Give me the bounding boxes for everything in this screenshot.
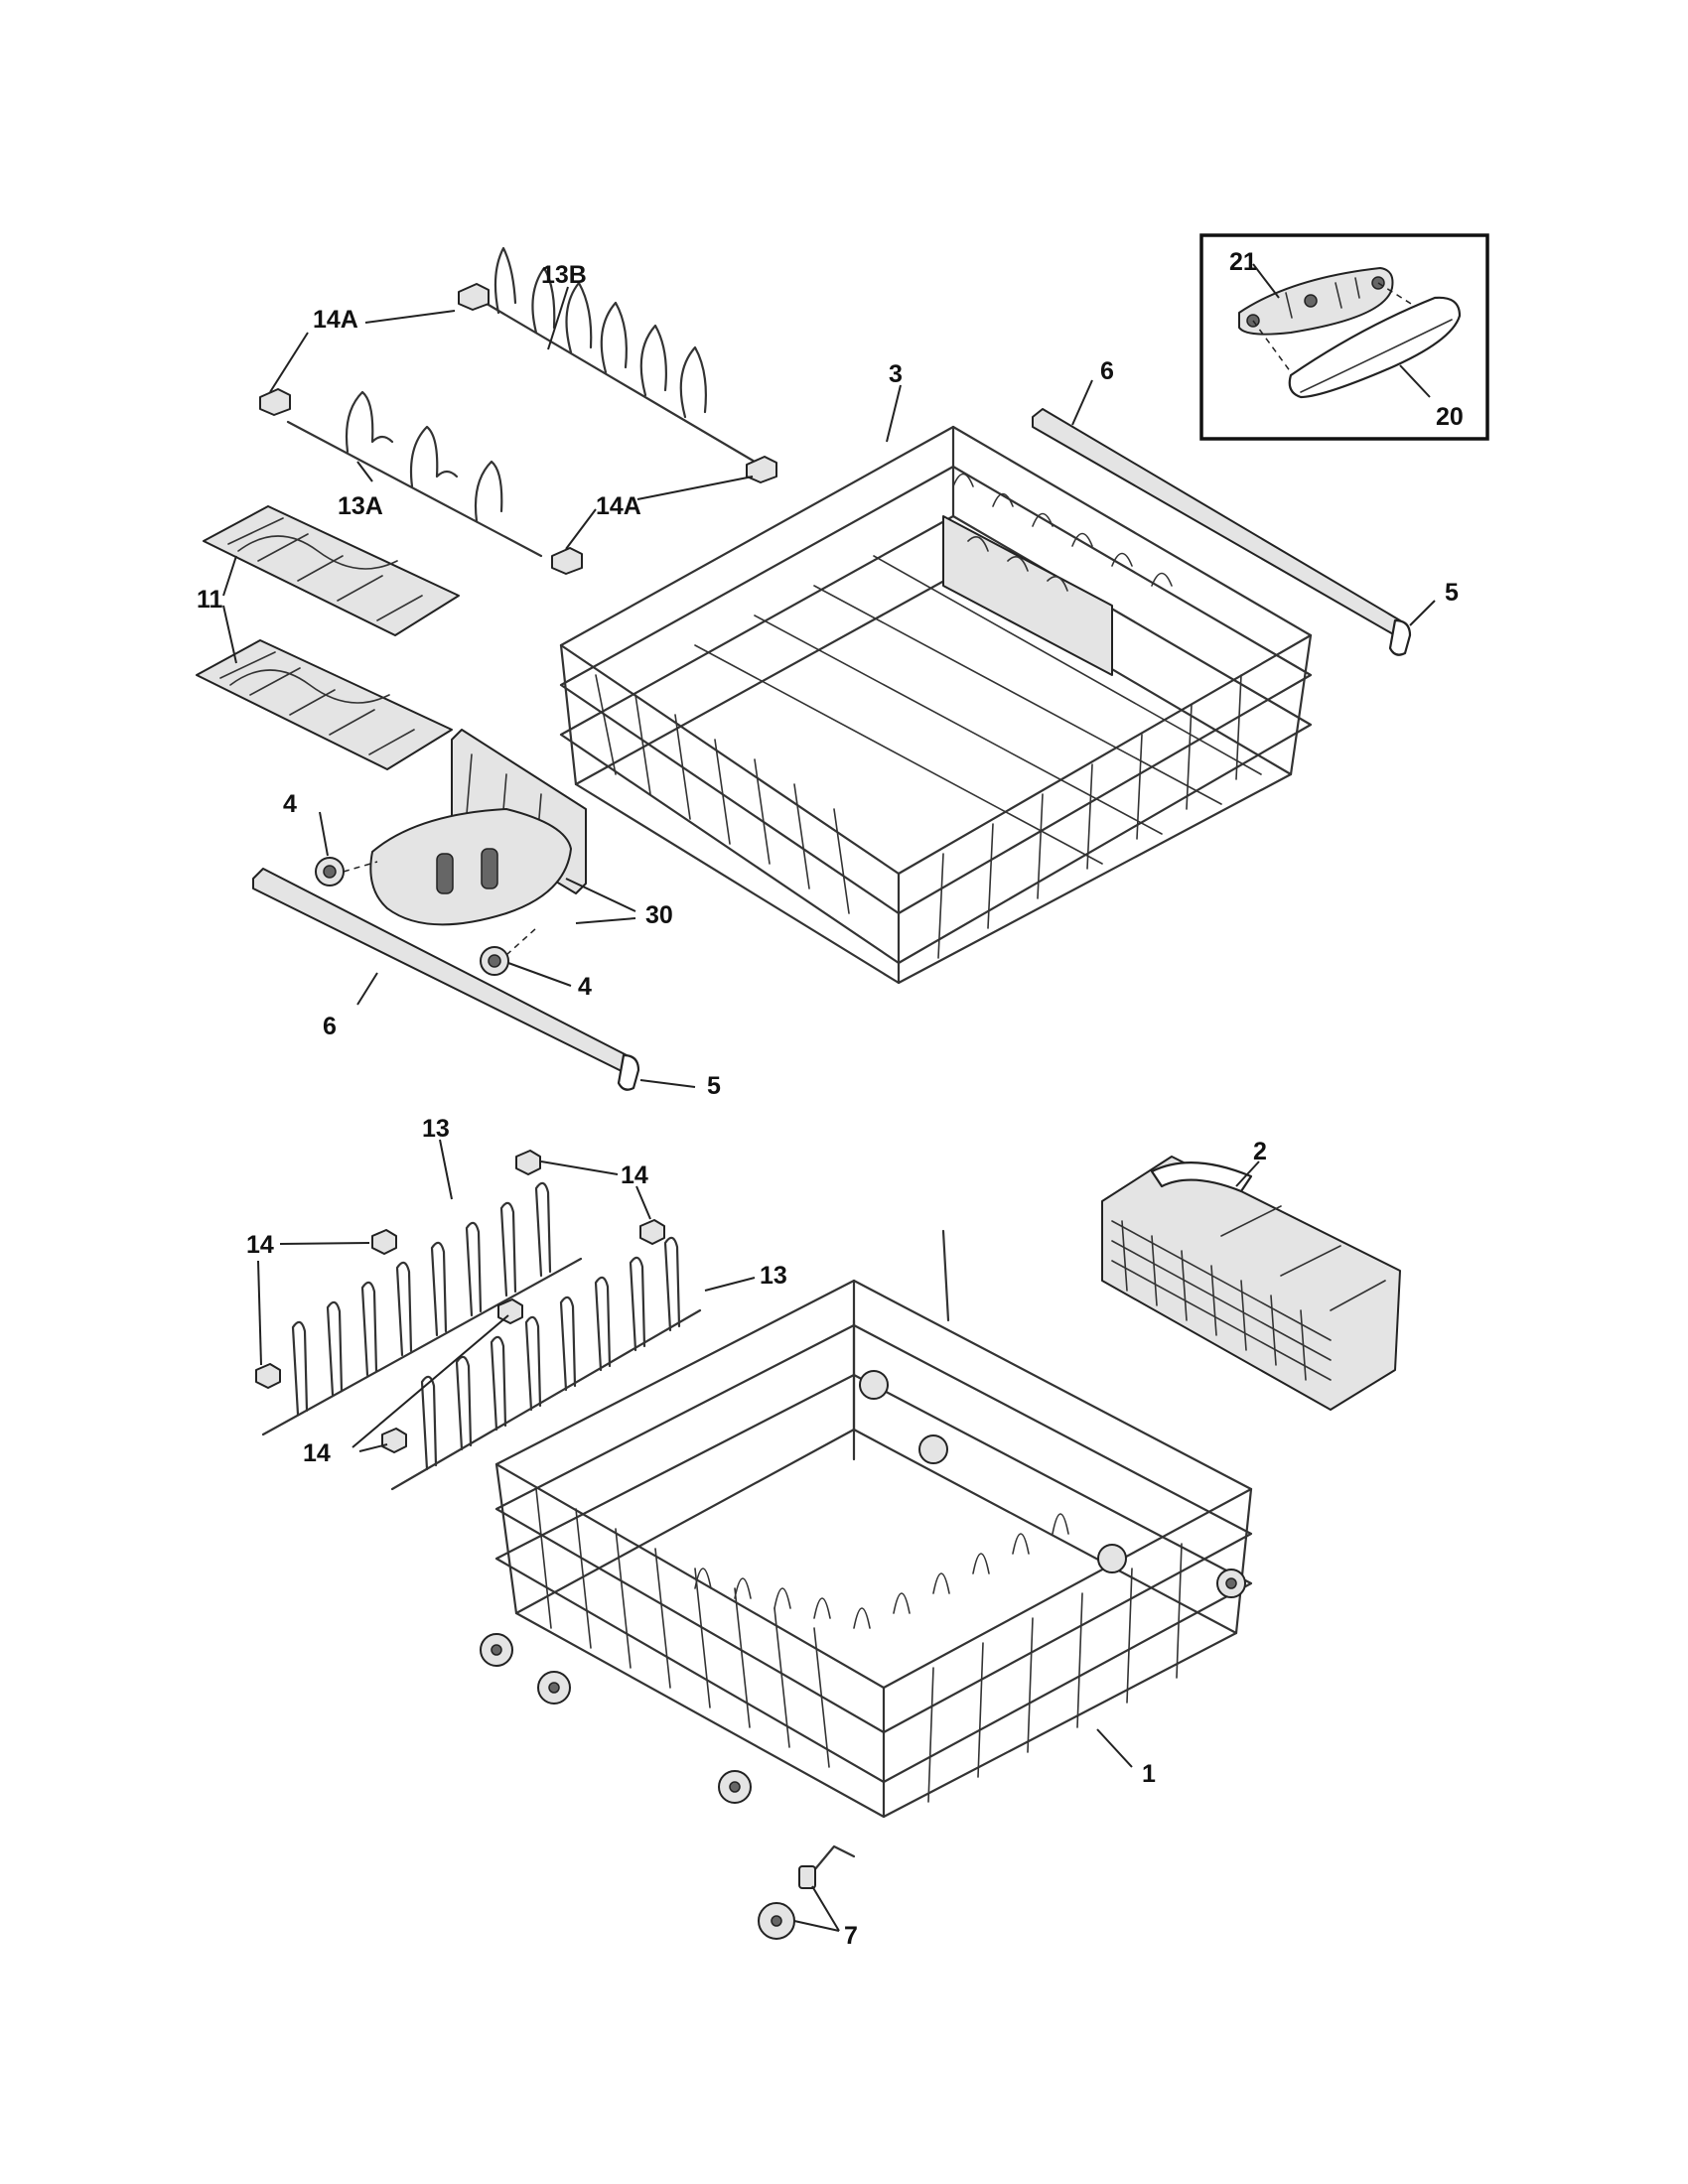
part-30-bracket: [369, 729, 587, 926]
part-2-basket: [1101, 1156, 1401, 1411]
callout-14-upper-right: 14: [621, 1161, 648, 1189]
callout-14a-mid: 14A: [596, 492, 641, 520]
part-13-tine-row-top: [261, 1181, 583, 1436]
callout-13-top: 13: [422, 1115, 450, 1143]
callout-3: 3: [889, 360, 903, 388]
callout-14-left: 14: [246, 1231, 274, 1259]
callout-13-right: 13: [760, 1262, 787, 1290]
callout-2: 2: [1253, 1138, 1267, 1165]
callout-30: 30: [645, 901, 673, 929]
part-6-rail-top: [1032, 408, 1412, 656]
part-11-trays: [196, 505, 460, 770]
part-21-bracket: [1238, 267, 1394, 336]
part-1-lower-rack: [494, 1229, 1253, 1819]
callout-4-left: 4: [283, 790, 297, 818]
callout-21: 21: [1229, 248, 1257, 276]
callout-6-top: 6: [1100, 357, 1114, 385]
callout-14a-top: 14A: [313, 306, 358, 334]
part-14a-clips: [259, 283, 777, 575]
callout-5-top: 5: [1445, 579, 1459, 607]
part-13b-tine-row: [475, 246, 757, 464]
callout-13b: 13B: [541, 261, 587, 289]
part-13a-tine-row: [286, 390, 543, 558]
callout-13a: 13A: [338, 492, 383, 520]
part-20-cover: [1288, 296, 1462, 399]
inset-detail: 21 20: [1199, 233, 1489, 441]
lower-rack-wheels: [480, 1569, 1246, 1804]
callout-11: 11: [197, 586, 223, 614]
callout-4-right: 4: [578, 973, 592, 1001]
callout-20: 20: [1436, 403, 1464, 431]
part-7-wheel-axle: [758, 1844, 856, 1940]
callout-14-bottom: 14: [303, 1439, 331, 1467]
part-13-tine-row-bottom: [390, 1236, 702, 1491]
callout-7: 7: [844, 1922, 858, 1950]
part-6-rail-bottom: [252, 868, 640, 1091]
callout-1: 1: [1142, 1760, 1156, 1788]
part-14-clips: [255, 1150, 665, 1453]
callout-6-bottom: 6: [323, 1013, 337, 1040]
callout-5-bottom: 5: [707, 1072, 721, 1100]
part-3-upper-rack: [559, 425, 1313, 985]
